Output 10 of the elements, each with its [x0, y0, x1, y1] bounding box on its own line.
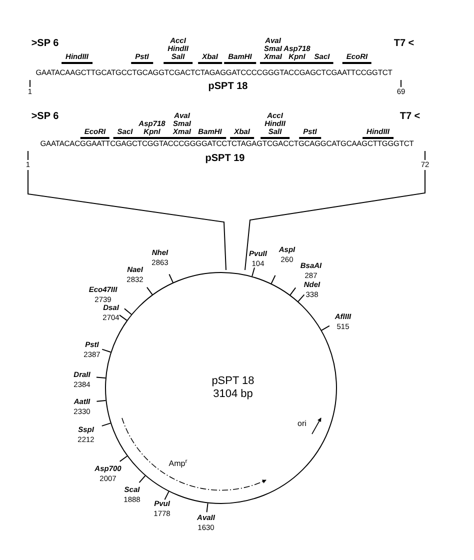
plasmid-name: pSPT 19 — [205, 152, 245, 166]
promoter-label: >SP 6 — [31, 37, 59, 51]
plasmid-name: pSPT 18 — [208, 80, 248, 94]
promoter-label: T7 < — [394, 37, 414, 51]
promoter-label: T7 < — [400, 110, 420, 124]
gene-label: Amp$^{r}$ — [168, 458, 188, 470]
plasmid-name: pSPT 18 — [212, 375, 254, 388]
plasmid-size: 3104 bp — [213, 388, 253, 401]
gene-label: ori — [298, 418, 306, 430]
promoter-label: >SP 6 — [31, 110, 59, 124]
